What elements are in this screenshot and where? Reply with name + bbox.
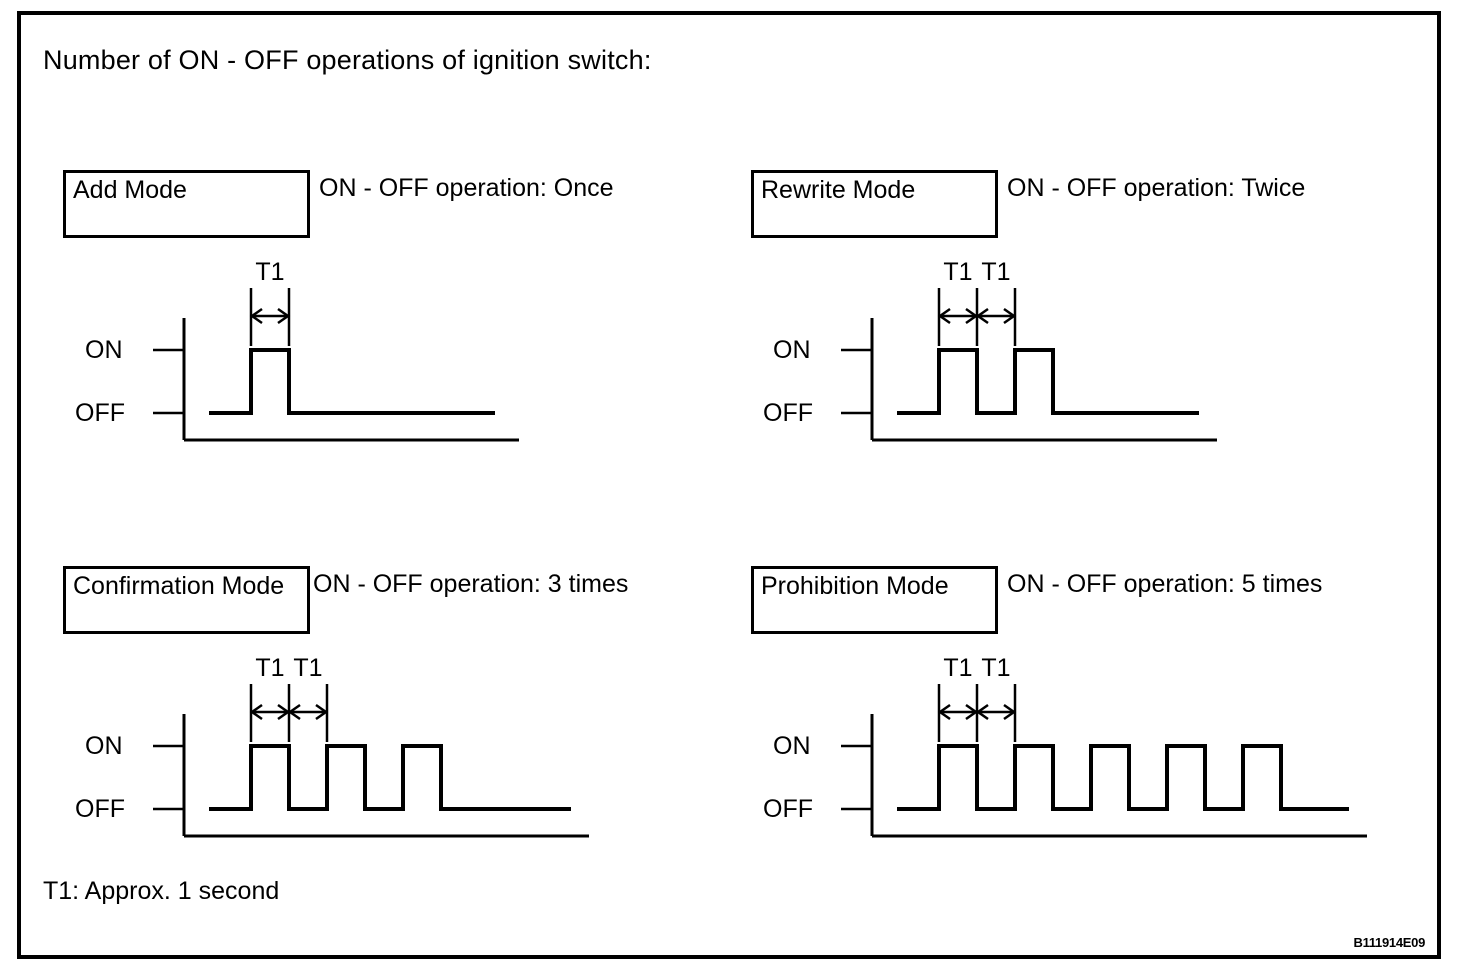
waveform-confirmation: ON OFF T1 T1 [63,646,643,851]
mode-name-label: Confirmation Mode [73,572,285,600]
mode-name-label: Prohibition Mode [761,572,949,600]
t1-arrowhead-left-2 [287,703,301,721]
on-axis-label: ON [773,336,811,364]
reference-code: B111914E09 [1353,935,1426,950]
off-axis-label: OFF [75,795,125,823]
waveform-trace [209,348,495,415]
mode-operation-label: ON - OFF operation: 3 times [313,570,629,598]
t1-label-2: T1 [981,654,1010,682]
on-axis-label: ON [85,732,123,760]
t1-arrowhead-left-2 [975,307,989,325]
t1-arrowhead-left [249,307,263,325]
t1-label-2: T1 [981,258,1010,286]
off-axis-label: OFF [763,795,813,823]
waveform-svg: ON OFF T1 T1 [763,654,1367,838]
waveform-add: ON OFF T1 [63,250,563,455]
t1-arrowhead-left-1 [249,703,263,721]
t1-arrowhead-left-1 [937,703,951,721]
mode-name-box: Add Mode [63,170,310,238]
mode-name-box: Prohibition Mode [751,566,998,634]
waveform-rewrite: ON OFF T1 T1 [751,250,1271,455]
on-axis-label: ON [85,336,123,364]
t1-label-1: T1 [255,654,284,682]
mode-name-box: Rewrite Mode [751,170,998,238]
waveform-trace [209,744,571,811]
mode-operation-label: ON - OFF operation: 5 times [1007,570,1323,598]
mode-operation-label: ON - OFF operation: Twice [1007,174,1306,202]
t1-arrowhead-right-2 [315,703,329,721]
on-axis-label: ON [773,732,811,760]
mode-name-box: Confirmation Mode [63,566,310,634]
off-axis-label: OFF [75,399,125,427]
mode-name-label: Rewrite Mode [761,176,916,204]
diagram-frame: Number of ON - OFF operations of ignitio… [17,11,1441,959]
t1-label: T1 [255,258,284,286]
waveform-svg: ON OFF T1 [75,258,519,442]
t1-label-2: T1 [293,654,322,682]
mode-operation-label: ON - OFF operation: Once [319,174,614,202]
page-title: Number of ON - OFF operations of ignitio… [43,45,652,75]
t1-label-1: T1 [943,258,972,286]
off-axis-label: OFF [763,399,813,427]
waveform-trace [897,348,1199,415]
t1-arrowhead-right-2 [1003,307,1017,325]
t1-label-1: T1 [943,654,972,682]
t1-arrowhead-right [277,307,291,325]
waveform-prohibition: ON OFF T1 T1 [751,646,1391,851]
footer-note: T1: Approx. 1 second [43,877,280,905]
waveform-svg: ON OFF T1 T1 [75,654,589,838]
t1-arrowhead-right-2 [1003,703,1017,721]
t1-arrowhead-left-1 [937,307,951,325]
t1-arrowhead-left-2 [975,703,989,721]
waveform-svg: ON OFF T1 T1 [763,258,1217,442]
mode-name-label: Add Mode [73,176,187,204]
waveform-trace [897,744,1349,811]
